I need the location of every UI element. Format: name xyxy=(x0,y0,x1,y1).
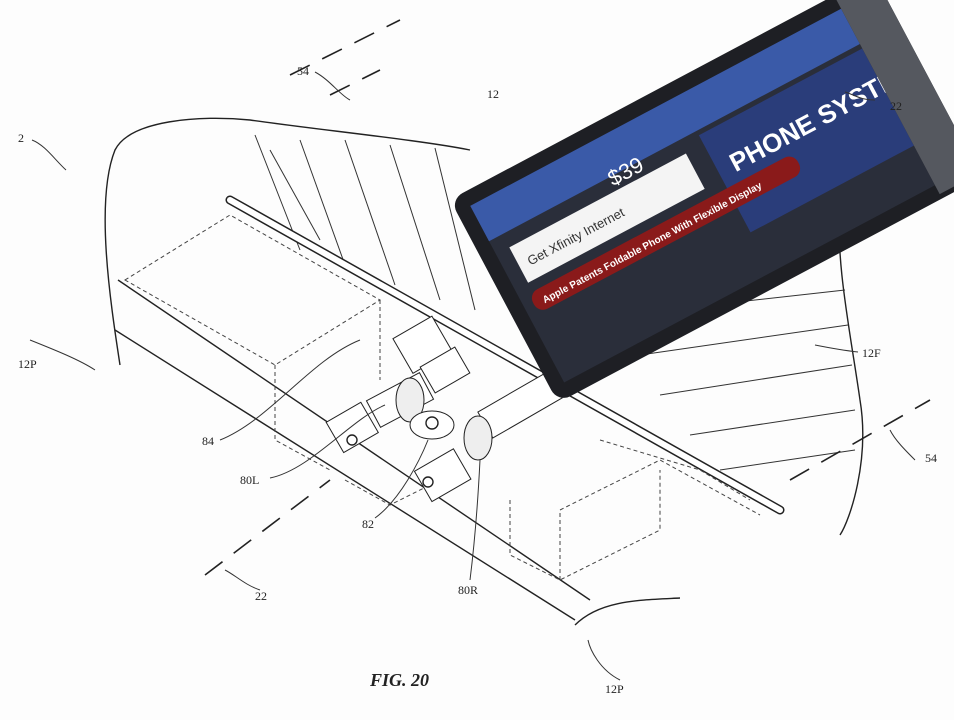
label-12P-left: 12P xyxy=(18,357,37,371)
label-22-axis: 22 xyxy=(255,589,267,603)
label-54-top: 54 xyxy=(297,64,309,78)
hidden-lines xyxy=(124,214,761,581)
label-2: 2 xyxy=(18,131,24,145)
lower-edge-2 xyxy=(114,329,576,621)
figure-caption: FIG. 20 xyxy=(369,670,429,690)
center-gear-icon xyxy=(409,410,455,440)
hinge-mechanism xyxy=(325,315,563,503)
axis-54-top xyxy=(289,19,401,76)
label-80R: 80R xyxy=(458,583,478,597)
label-12P-bottom: 12P xyxy=(605,682,624,696)
axis-54-right xyxy=(789,399,931,481)
label-12: 12 xyxy=(487,87,499,101)
label-54-right: 54 xyxy=(925,451,937,465)
label-22-phone: 22 xyxy=(890,99,902,113)
label-12F: 12F xyxy=(862,346,881,360)
label-82: 82 xyxy=(362,517,374,531)
label-84: 84 xyxy=(202,434,214,448)
label-80L: 80L xyxy=(240,473,259,487)
axis-22 xyxy=(204,479,331,576)
phone-device: PHONE SYSTEM Get Xfinity Internet $39 Ap… xyxy=(454,0,954,398)
right-gear-icon xyxy=(463,415,493,461)
leader-lines xyxy=(29,71,916,681)
axis-54-top-2 xyxy=(329,69,381,96)
